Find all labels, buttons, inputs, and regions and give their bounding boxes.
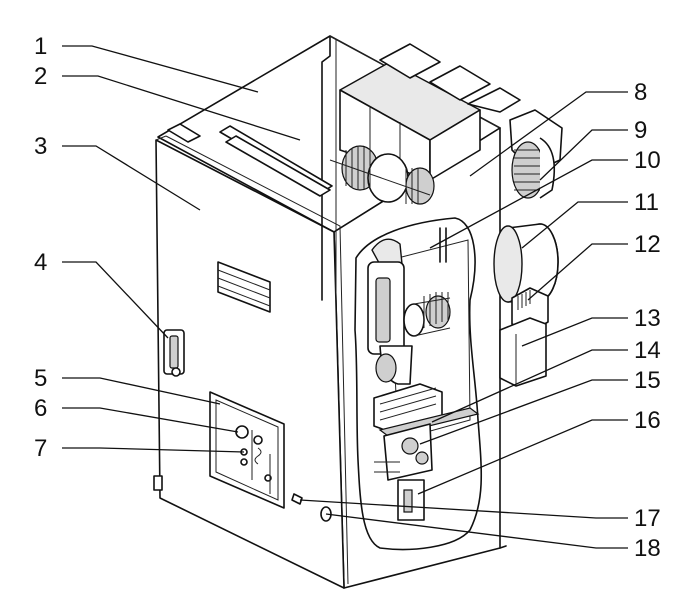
current-transformer-top: [509, 109, 563, 199]
callout-3: 3: [34, 133, 47, 160]
door-lock-knob: [291, 493, 303, 505]
earthing-switch-unit: [499, 287, 549, 387]
callout-15: 15: [634, 367, 661, 394]
callout-9: 9: [634, 117, 647, 144]
callout-7: 7: [34, 435, 47, 462]
rear-busbar-compartment: [339, 61, 481, 181]
callout-10: 10: [634, 147, 661, 174]
door-handle: [163, 329, 185, 377]
front-door: [155, 139, 345, 589]
callout-17: 17: [634, 505, 661, 532]
breaker-pole: [367, 238, 413, 385]
door-hinge-bottom: [153, 475, 163, 491]
callout-11: 11: [634, 189, 659, 216]
rear-bushings: [379, 43, 521, 113]
callout-4: 4: [34, 249, 47, 276]
door-frame-edge: [165, 135, 349, 585]
callout-18: 18: [634, 535, 661, 562]
callout-13: 13: [634, 305, 661, 332]
callout-5: 5: [34, 365, 47, 392]
callout-1: 1: [34, 33, 47, 60]
callout-16: 16: [634, 407, 661, 434]
mimic-diagram: [240, 430, 272, 494]
leader-lines: [62, 45, 628, 549]
inner-contact-arm: [403, 227, 451, 337]
withdrawable-truck: [373, 383, 480, 521]
callout-6: 6: [34, 395, 47, 422]
callout-12: 12: [634, 231, 661, 258]
callout-8: 8: [634, 79, 647, 106]
top-busbar-bar: [167, 123, 333, 197]
upper-contact-assembly: [329, 145, 435, 205]
door-vent-grille: [217, 261, 271, 313]
callout-2: 2: [34, 63, 47, 90]
callout-14: 14: [634, 337, 661, 364]
callout-numbers: 1 2 3 4 5 6 7 8 9 10 11 12 13 14 15 16 1…: [34, 33, 661, 562]
